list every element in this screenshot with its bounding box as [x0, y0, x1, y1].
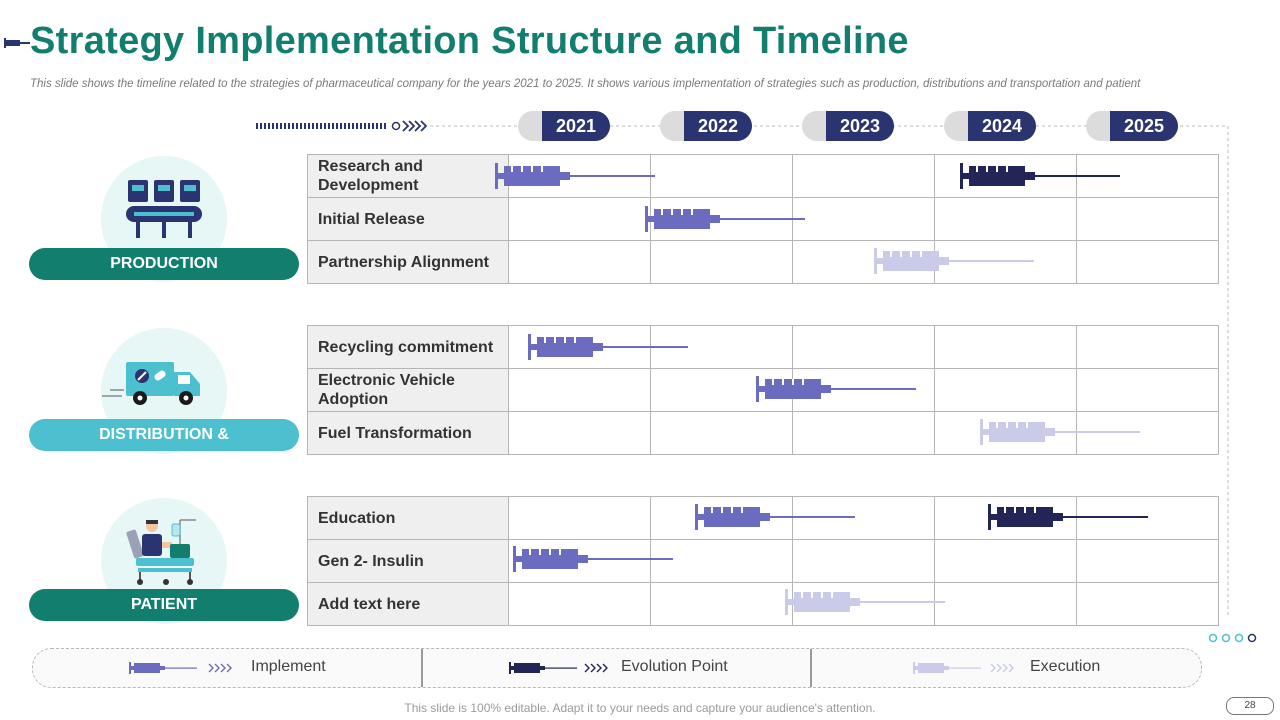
year-label: 2022 [684, 111, 752, 141]
table-row: Electronic Vehicle Adoption [307, 368, 1219, 412]
timeline-cell [1076, 240, 1219, 284]
timeline-start-dot [391, 121, 401, 131]
timeline-cell [934, 325, 1077, 369]
evolution-syringe-icon [988, 504, 1148, 530]
year-pill-2021: 2021 [518, 111, 610, 141]
implement-syringe-icon [528, 334, 688, 360]
row-label: Recycling commitment [307, 325, 509, 369]
table-row: Add text here [307, 582, 1219, 626]
row-label: Add text here [307, 582, 509, 626]
implement-syringe-icon [129, 662, 232, 674]
timeline-cell [934, 582, 1077, 626]
timeline-cell [934, 197, 1077, 241]
year-pill-2022: 2022 [660, 111, 752, 141]
execution-syringe-icon [874, 248, 1034, 274]
timeline-cell [792, 197, 935, 241]
row-label: Initial Release [307, 197, 509, 241]
timeline-cell [934, 368, 1077, 412]
timeline-chevron [420, 120, 428, 132]
row-label: Fuel Transformation [307, 411, 509, 455]
legend-divider [421, 649, 423, 687]
table-row: Gen 2- Insulin [307, 539, 1219, 583]
timeline-cell [650, 582, 793, 626]
implement-syringe-icon [645, 206, 805, 232]
evolution-syringe-icon [509, 662, 608, 674]
legend: Implement Evolution Point Execution [32, 648, 1202, 688]
year-label: 2025 [1110, 111, 1178, 141]
category-pill-distribution: DISTRIBUTION & TRANSPORTATION [29, 419, 299, 475]
timeline-chevron [414, 120, 422, 132]
execution-syringe-icon [785, 589, 945, 615]
implement-syringe-icon [695, 504, 855, 530]
implement-syringe-icon [495, 163, 655, 189]
timeline-cell [508, 411, 651, 455]
timeline-cell [508, 368, 651, 412]
page-title: Strategy Implementation Structure and Ti… [30, 20, 909, 62]
timeline-cell [1076, 539, 1219, 583]
timeline-chevron [402, 120, 410, 132]
production-line-icon [126, 180, 202, 238]
page-subtitle: This slide shows the timeline related to… [30, 78, 1141, 90]
year-label: 2021 [542, 111, 610, 141]
implement-syringe-icon [756, 376, 916, 402]
timeline-cell [650, 240, 793, 284]
syringe-icon [4, 38, 30, 48]
timeline-chevron [408, 120, 416, 132]
delivery-truck-icon [102, 362, 200, 405]
timeline-cell [1076, 325, 1219, 369]
timeline-cell [650, 154, 793, 198]
row-label: Education [307, 496, 509, 540]
row-label: Electronic Vehicle Adoption [307, 368, 509, 412]
evolution-syringe-icon [960, 163, 1120, 189]
timeline-cell [1076, 368, 1219, 412]
timeline-cell [792, 539, 935, 583]
legend-divider [810, 649, 812, 687]
legend-label: Evolution Point [621, 658, 728, 675]
page-number: 28 [1226, 697, 1274, 715]
row-label: Research and Development [307, 154, 509, 198]
legend-label: Implement [251, 658, 326, 675]
patient-chair-icon [126, 519, 196, 585]
year-pill-2025: 2025 [1086, 111, 1178, 141]
category-pill-production: PRODUCTION [29, 248, 299, 280]
timeline-cell [508, 240, 651, 284]
row-label: Gen 2- Insulin [307, 539, 509, 583]
implement-syringe-icon [513, 546, 673, 572]
footer-note: This slide is 100% editable. Adapt it to… [404, 701, 876, 715]
timeline-cell [650, 411, 793, 455]
timeline-cell [792, 325, 935, 369]
year-label: 2024 [968, 111, 1036, 141]
timeline-cell [792, 582, 935, 626]
year-pill-2024: 2024 [944, 111, 1036, 141]
legend-label: Execution [1030, 658, 1101, 675]
table-row: Fuel Transformation [307, 411, 1219, 455]
timeline-cell [792, 411, 935, 455]
timeline-cell [1076, 582, 1219, 626]
production-table: Research and Development Initial Release… [307, 154, 1219, 284]
table-row: Recycling commitment [307, 325, 1219, 369]
timeline-cell [508, 197, 651, 241]
row-label: Partnership Alignment [307, 240, 509, 284]
timeline-cell [650, 539, 793, 583]
execution-syringe-icon [980, 419, 1140, 445]
year-pill-2023: 2023 [802, 111, 894, 141]
category-pill-patient: PATIENT [29, 589, 299, 621]
year-label: 2023 [826, 111, 894, 141]
timeline-cell [792, 154, 935, 198]
distribution-table: Recycling commitment Electronic Vehicle … [307, 325, 1219, 455]
timeline-cell [508, 496, 651, 540]
timeline-cell [934, 539, 1077, 583]
timeline-end-dots [1208, 633, 1257, 643]
execution-syringe-icon [913, 662, 1014, 674]
timeline-cell [1076, 197, 1219, 241]
timeline-cell [508, 582, 651, 626]
table-row: Partnership Alignment [307, 240, 1219, 284]
